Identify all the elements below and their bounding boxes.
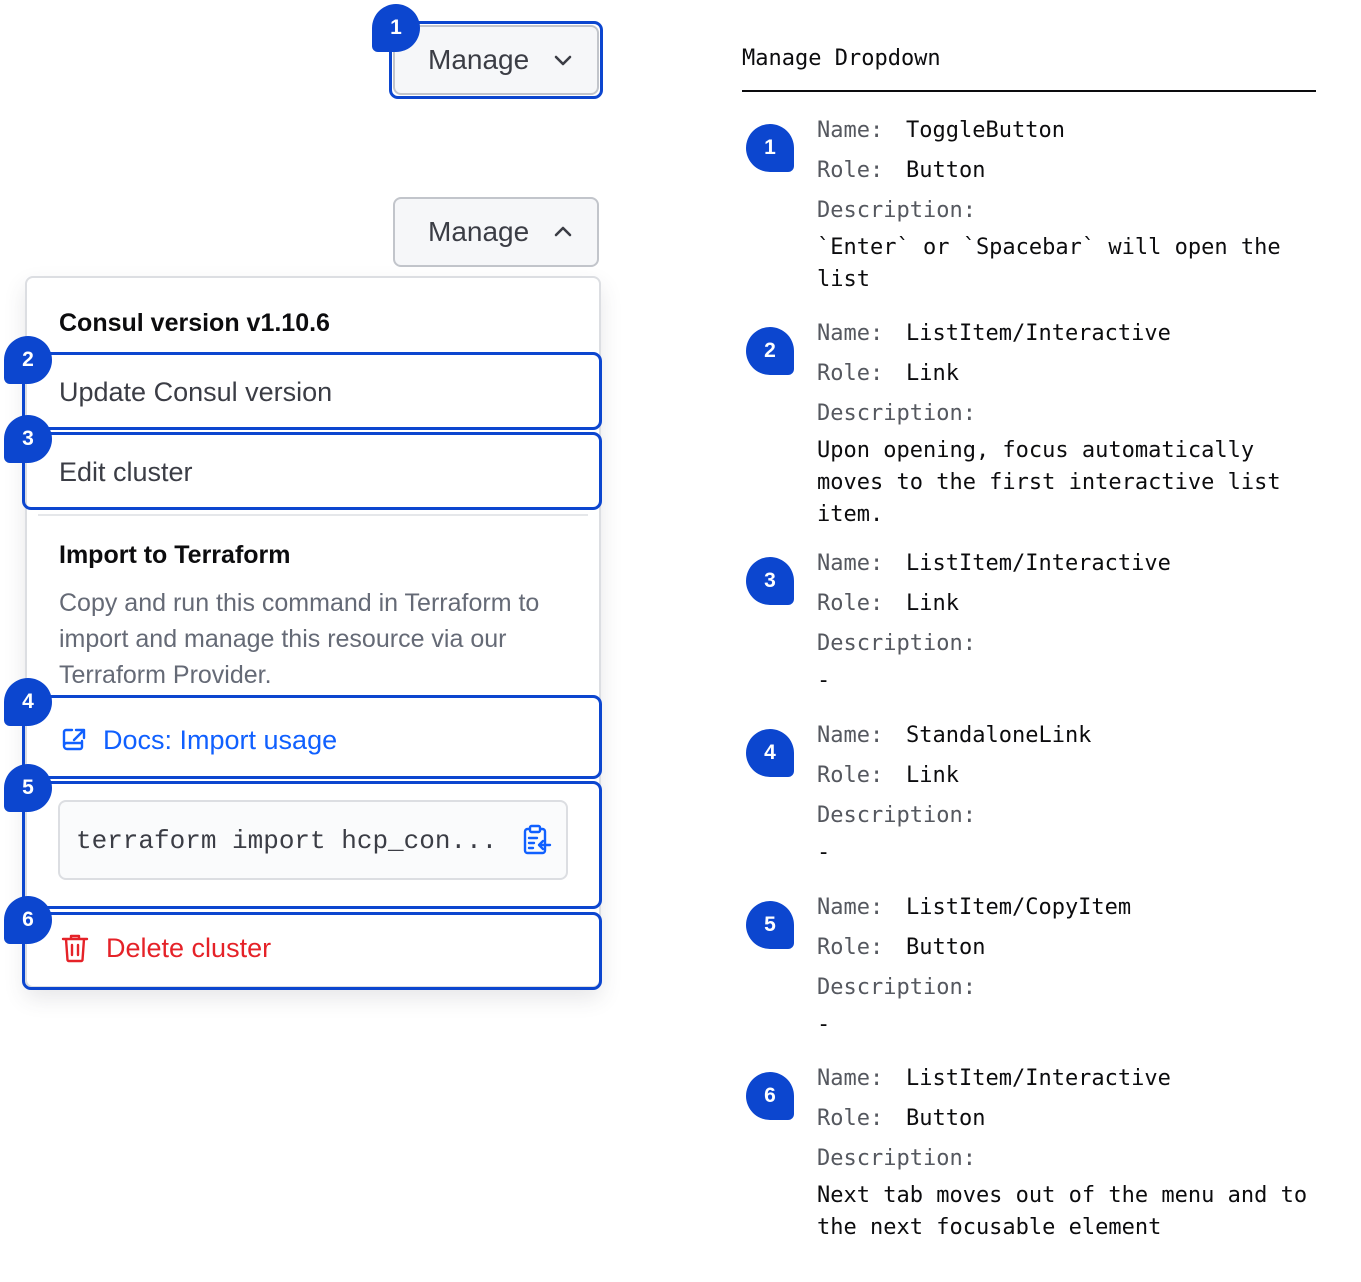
chevron-up-icon	[554, 226, 572, 237]
annotation-2-badge: 2	[746, 327, 794, 375]
copy-item-box[interactable]: terraform import hcp_con...	[58, 800, 568, 880]
copy-item-focus-ring	[22, 781, 602, 909]
docs-link-focus-ring	[22, 695, 602, 779]
annotation-5-role: Button	[906, 935, 986, 960]
annotation-4-badge: 4	[746, 729, 794, 777]
edit-cluster-item[interactable]: Edit cluster	[59, 457, 193, 487]
annotation-6-name: ListItem/Interactive	[906, 1066, 1171, 1091]
annotation-1-role: Button	[906, 158, 986, 183]
annotation-5-badge: 5	[746, 901, 794, 949]
annotation-3-badge: 3	[746, 557, 794, 605]
annotation-2-role-label: Role:	[817, 361, 884, 386]
annotation-4-role: Link	[906, 763, 959, 788]
annotation-4-name-label: Name:	[817, 723, 884, 748]
manage-toggle-open[interactable]: Manage	[393, 197, 599, 267]
chevron-down-icon	[554, 55, 572, 66]
marker-2-badge: 2	[4, 336, 52, 384]
docs-import-usage-link[interactable]: Docs: Import usage	[103, 725, 338, 755]
annotation-3-name-label: Name:	[817, 551, 884, 576]
update-consul-version-item[interactable]: Update Consul version	[59, 377, 333, 407]
annotation-5-description-label: Description:	[817, 975, 976, 1000]
annotation-3-name: ListItem/Interactive	[906, 551, 1171, 576]
annotation-2-name-label: Name:	[817, 321, 884, 346]
annotation-6-name-label: Name:	[817, 1066, 884, 1091]
annotation-2-name: ListItem/Interactive	[906, 321, 1171, 346]
external-link-icon	[62, 728, 86, 751]
annotation-3-description: -	[817, 668, 831, 693]
update-item-focus-ring	[22, 352, 602, 430]
annotation-5-role-label: Role:	[817, 935, 884, 960]
annotation-1-description: `Enter` or `Spacebar` will open the list	[817, 235, 1281, 292]
annotation-6-role: Button	[906, 1106, 986, 1131]
import-terraform-header: Import to Terraform	[59, 541, 291, 569]
annotation-2-description: Upon opening, focus automatically moves …	[817, 438, 1281, 527]
edit-item-focus-ring	[22, 432, 602, 510]
annotation-4-description: -	[817, 840, 831, 865]
marker-1-badge: 1	[372, 4, 420, 52]
annotation-1-name: ToggleButton	[906, 118, 1065, 143]
annotation-6-description-label: Description:	[817, 1146, 976, 1171]
delete-item-focus-ring	[22, 912, 602, 990]
consul-version-header: Consul version v1.10.6	[59, 309, 330, 337]
title-rule	[742, 90, 1316, 92]
annotation-1-badge: 1	[746, 124, 794, 172]
manage-toggle-label: Manage	[428, 44, 530, 75]
marker-5-badge: 5	[4, 764, 52, 812]
annotation-4-name: StandaloneLink	[906, 723, 1092, 748]
clipboard-copy-icon[interactable]	[520, 823, 552, 857]
marker-3-badge: 3	[4, 415, 52, 463]
delete-cluster-item[interactable]: Delete cluster	[106, 933, 272, 963]
manage-toggle-open-label: Manage	[428, 216, 530, 247]
terraform-import-command: terraform import hcp_con...	[76, 826, 498, 856]
annotation-1-name-label: Name:	[817, 118, 884, 143]
annotation-6-role-label: Role:	[817, 1106, 884, 1131]
manage-toggle-closed[interactable]: Manage	[393, 25, 599, 95]
marker-4-badge: 4	[4, 678, 52, 726]
annotation-1-role-label: Role:	[817, 158, 884, 183]
annotation-1-description-label: Description:	[817, 198, 976, 223]
diagram-title: Manage Dropdown	[742, 46, 941, 71]
annotation-5-name-label: Name:	[817, 895, 884, 920]
annotation-2-role: Link	[906, 361, 959, 386]
annotation-6-description: Next tab moves out of the menu and to th…	[817, 1183, 1308, 1240]
import-terraform-description: Copy and run this command in Terraform t…	[59, 589, 540, 689]
annotation-5-name: ListItem/CopyItem	[906, 895, 1132, 920]
trash-icon	[61, 934, 89, 963]
annotation-4-description-label: Description:	[817, 803, 976, 828]
annotation-2-description-label: Description:	[817, 401, 976, 426]
annotation-6-badge: 6	[746, 1072, 794, 1120]
toggle-focus-ring	[389, 21, 603, 99]
annotation-4-role-label: Role:	[817, 763, 884, 788]
annotation-3-description-label: Description:	[817, 631, 976, 656]
marker-6-badge: 6	[4, 896, 52, 944]
annotation-3-role-label: Role:	[817, 591, 884, 616]
annotation-3-role: Link	[906, 591, 959, 616]
annotation-5-description: -	[817, 1012, 831, 1037]
dropdown-separator	[38, 514, 588, 516]
